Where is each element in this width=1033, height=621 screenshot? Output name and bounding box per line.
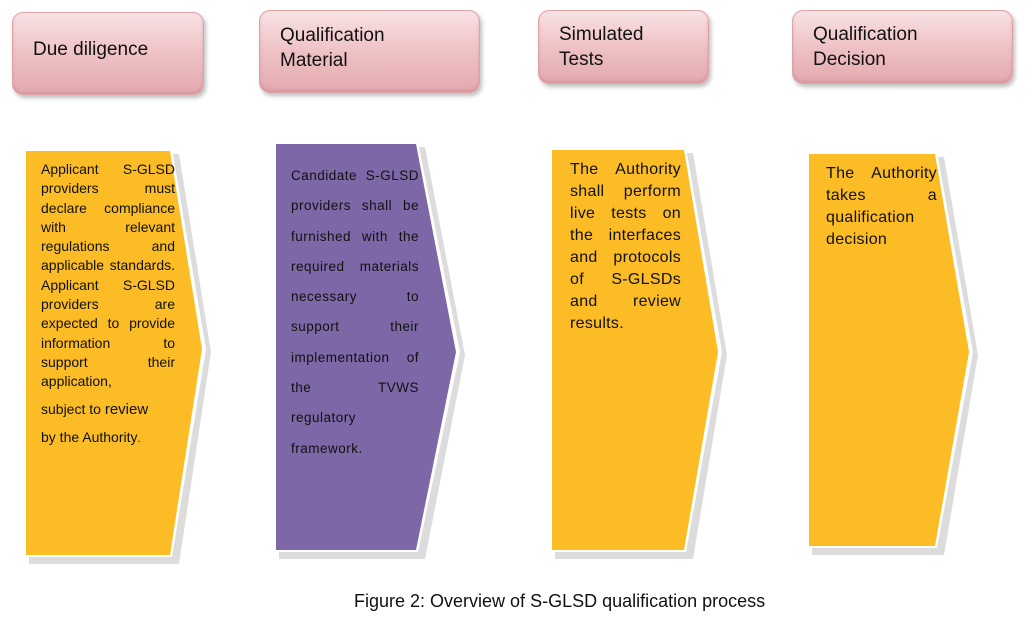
chevron-shape-3 xyxy=(550,148,727,559)
header-qualification-decision-line2: Decision xyxy=(813,49,886,70)
step-due-diligence-tail1b: review xyxy=(104,400,149,418)
header-due-diligence-label: Due diligence xyxy=(33,39,149,60)
header-simulated-tests-line2: Tests xyxy=(559,49,604,70)
figure-caption: Figure 2: Overview of S-GLSD qualificati… xyxy=(354,591,766,611)
step-due-diligence: Applicant S-GLSD providers must declare … xyxy=(20,145,211,565)
step-qualification-decision-text: The Authority takes a qualification deci… xyxy=(826,165,937,248)
header-qualification-decision-line1: Qualification xyxy=(813,24,918,45)
header-qualification-material-line2: Material xyxy=(280,50,348,71)
chevron-shape-2 xyxy=(274,142,465,559)
step-qualification-material-text: Candidate S-GLSD providers shall be furn… xyxy=(291,168,419,456)
step-due-diligence-body: Applicant S-GLSD providers must declare … xyxy=(41,161,175,390)
header-simulated-tests-line1: Simulated xyxy=(559,24,644,45)
step-due-diligence-text: Applicant S-GLSD providers must declare … xyxy=(41,160,175,449)
step-due-diligence-tail2a: by the Authority xyxy=(41,428,138,445)
step-qualification-material: Candidate S-GLSD providers shall be furn… xyxy=(270,138,465,560)
chevron-shape-1 xyxy=(24,149,211,564)
step-due-diligence-tail2b: . xyxy=(137,432,141,445)
header-qualification-material-line1: Qualification xyxy=(280,25,385,46)
header-due-diligence: Due diligence xyxy=(12,12,204,95)
step-simulated-tests: The Authority shall perform live tests o… xyxy=(546,144,728,560)
step-due-diligence-tail1a: subject to xyxy=(41,400,101,417)
header-qualification-decision: Qualification Decision xyxy=(792,10,1013,84)
header-simulated-tests: Simulated Tests xyxy=(538,10,709,84)
step-simulated-tests-text: The Authority shall perform live tests o… xyxy=(570,161,681,332)
step-qualification-decision: The Authority takes a qualification deci… xyxy=(803,148,985,558)
header-qualification-material: Qualification Material xyxy=(259,10,480,93)
chevron-shape-4 xyxy=(807,152,978,555)
